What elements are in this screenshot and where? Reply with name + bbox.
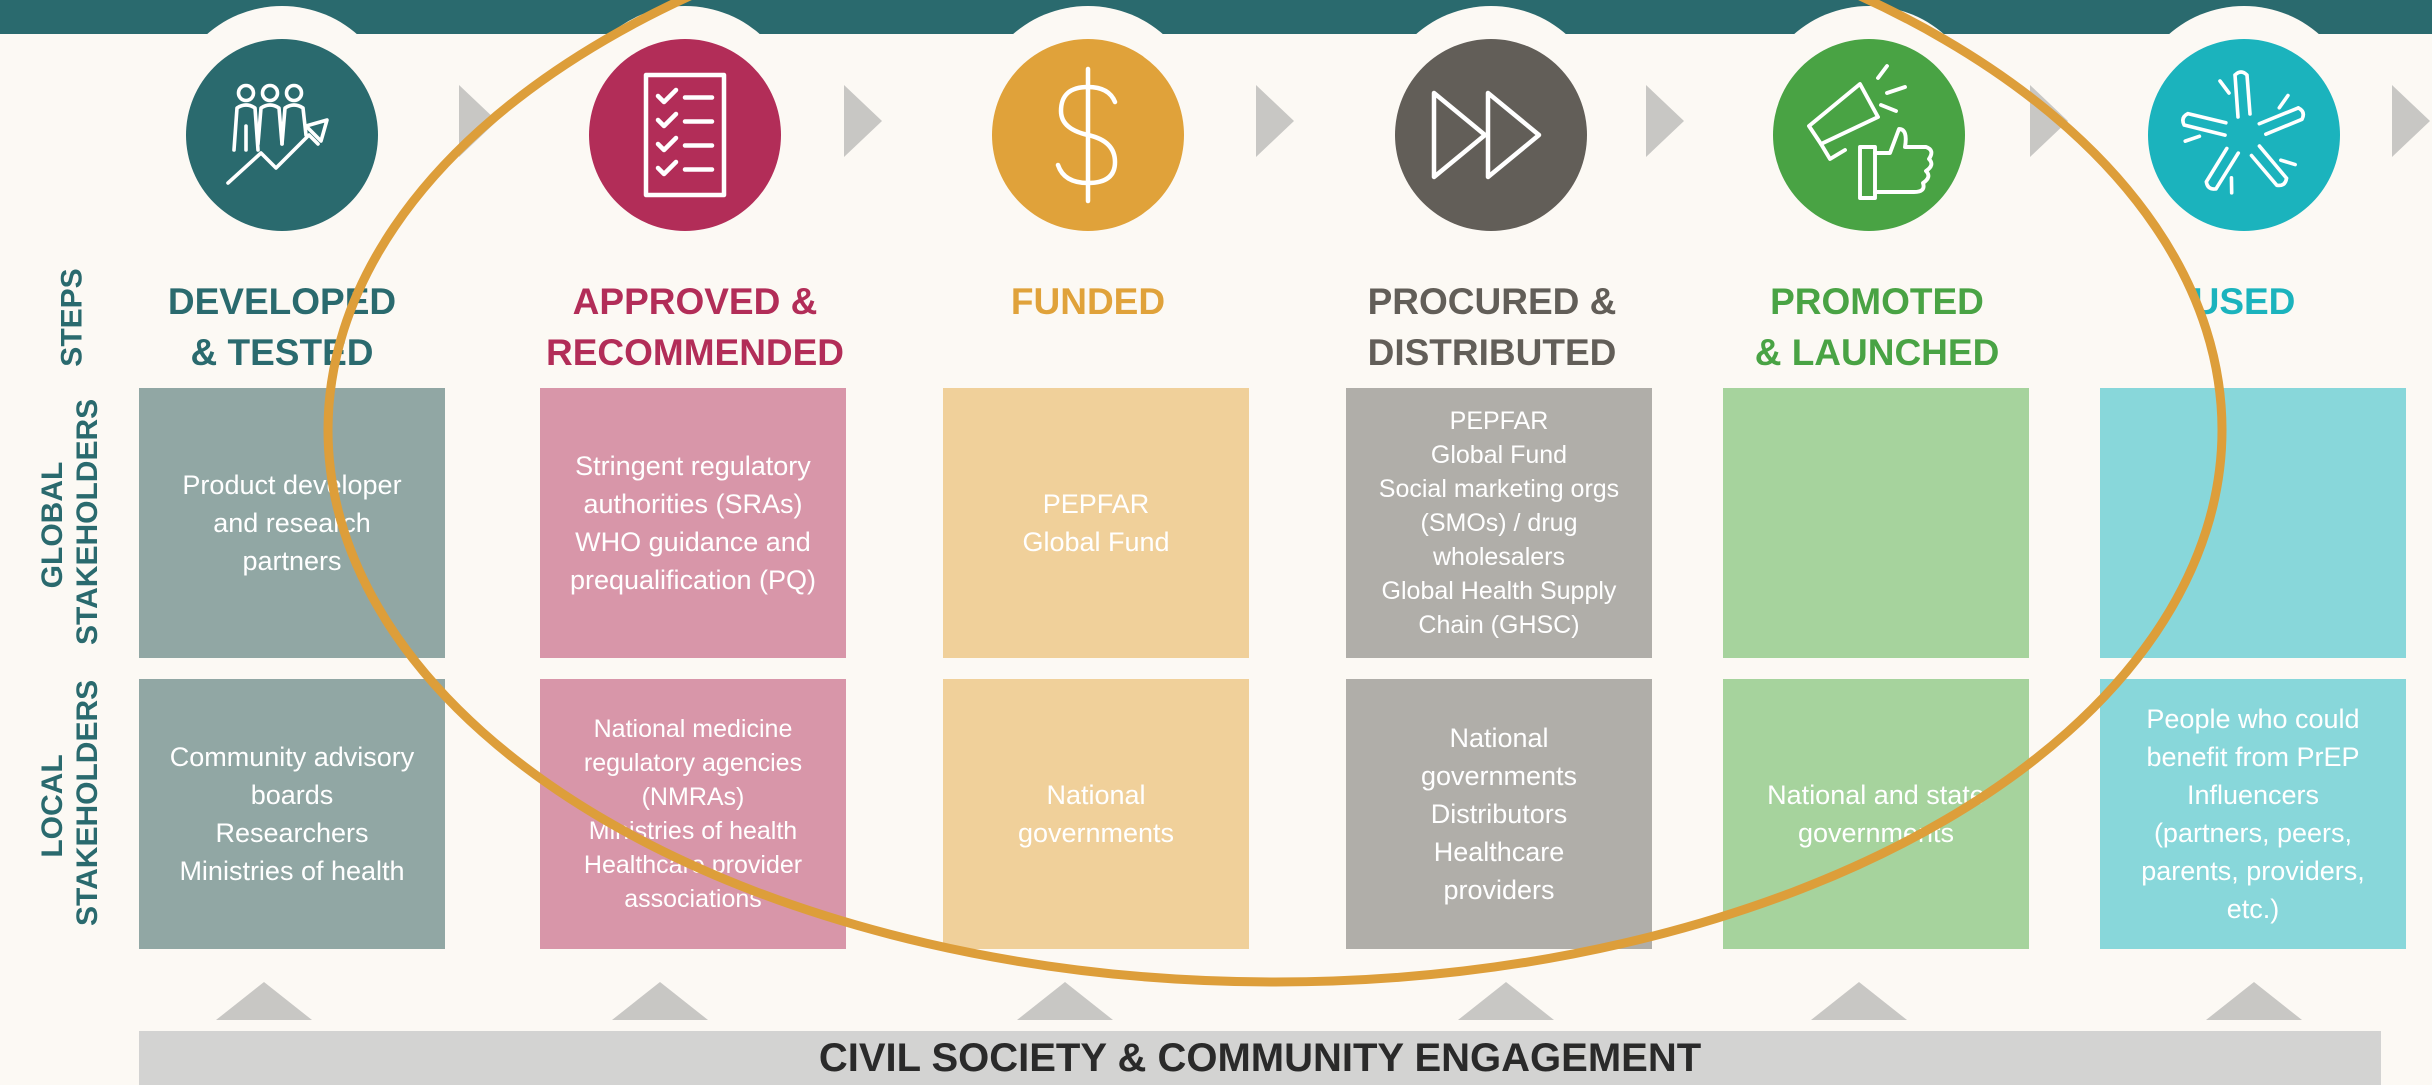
hands-together-icon — [2148, 39, 2340, 231]
step-title-approved-recommended: APPROVED & RECOMMENDED — [545, 281, 845, 373]
up-arrow — [216, 982, 312, 1020]
up-arrow — [1811, 982, 1907, 1020]
fast-forward-icon — [1395, 39, 1587, 231]
dollar-icon — [992, 39, 1184, 231]
row-label-local-stakeholders: LOCAL STAKEHOLDERS — [36, 679, 104, 926]
step-title-developed-tested: DEVELOPED & TESTED — [167, 281, 397, 373]
checklist-icon — [589, 39, 781, 231]
local-box-promoted: National and state governments — [1723, 679, 2029, 949]
step-title-promoted-launched: PROMOTED & LAUNCHED — [1754, 281, 2000, 373]
people-growth-icon — [186, 39, 378, 231]
footer-label: CIVIL SOCIETY & COMMUNITY ENGAGEMENT — [818, 1035, 1702, 1080]
local-box-approved: National medicine regulatory agencies (N… — [540, 679, 846, 949]
chevron-right-icon — [459, 85, 497, 157]
chevron-right-icon — [2392, 85, 2430, 157]
step-title-procured-distributed: PROCURED & DISTRIBUTED — [1367, 281, 1617, 373]
up-arrow — [1458, 982, 1554, 1020]
chevron-right-icon — [2030, 85, 2068, 157]
chevron-right-icon — [844, 85, 882, 157]
global-box-approved: Stringent regulatory authorities (SRAs) … — [540, 388, 846, 658]
step-title-funded: FUNDED — [1010, 281, 1166, 322]
row-label-steps: STEPS — [55, 268, 89, 367]
top-bar — [0, 0, 2432, 34]
megaphone-thumbs-up-icon — [1773, 39, 1965, 231]
global-box-developed: Product developer and research partners — [139, 388, 445, 658]
local-box-developed: Community advisory boards Researchers Mi… — [139, 679, 445, 949]
chevron-right-icon — [1646, 85, 1684, 157]
civil-society-footer-bar: CIVIL SOCIETY & COMMUNITY ENGAGEMENT — [139, 1031, 2381, 1085]
global-box-funded: PEPFAR Global Fund — [943, 388, 1249, 658]
local-box-used: People who could benefit from PrEP Influ… — [2100, 679, 2406, 949]
up-arrow — [1017, 982, 1113, 1020]
chevron-right-icon — [1256, 85, 1294, 157]
global-box-used — [2100, 388, 2406, 658]
up-arrow — [2206, 982, 2302, 1020]
up-arrow — [612, 982, 708, 1020]
global-box-procured: PEPFAR Global Fund Social marketing orgs… — [1346, 388, 1652, 658]
row-label-global-stakeholders: GLOBAL STAKEHOLDERS — [36, 398, 104, 645]
local-box-procured: National governments Distributors Health… — [1346, 679, 1652, 949]
local-box-funded: National governments — [943, 679, 1249, 949]
global-box-promoted — [1723, 388, 2029, 658]
step-title-used: USED — [2192, 281, 2296, 322]
